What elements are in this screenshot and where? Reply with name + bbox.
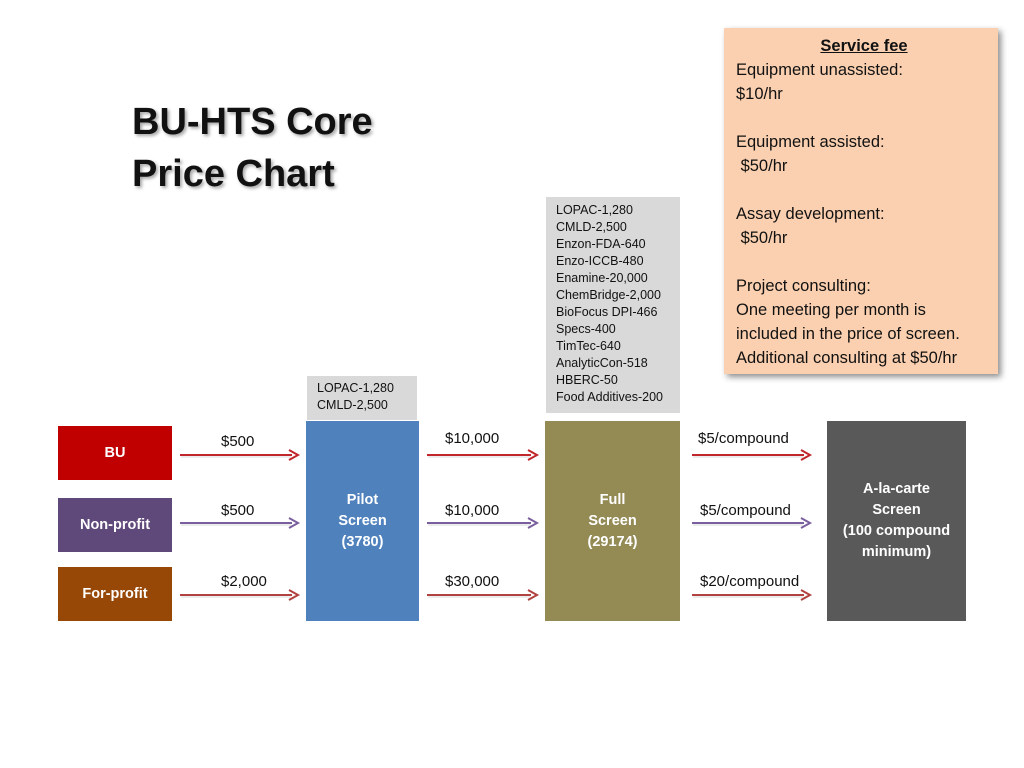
service-fee-line: Equipment assisted: [736,133,885,151]
title-line-1: BU-HTS Core [132,101,373,143]
arrow-bu-pilot [180,449,301,461]
price-bu-alacarte: $5/compound [698,430,789,447]
price-nonprofit-full: $10,000 [445,502,500,519]
library-item: HBERC-50 [556,373,618,387]
library-item: CMLD-2,500 [317,398,388,412]
arrow-forprofit-pilot [180,589,301,601]
service-fee-line: One meeting per month is [736,301,926,319]
stage-label-line: Screen [872,502,921,518]
library-item: Enamine-20,000 [556,271,648,285]
arrow-bu-alacarte [692,449,813,461]
stage-label-line: (3780) [341,533,384,550]
stage-label-line: Full [599,491,626,508]
stage-label-line: A-la-carte [863,481,930,497]
library-item: Specs-400 [556,322,616,336]
category-bu: BU [58,426,172,480]
service-fee-line: $50/hr [736,229,788,247]
price-forprofit-alacarte: $20/compound [700,573,800,590]
arrow-nonprofit-pilot [180,517,301,529]
library-item: Food Additives-200 [556,390,664,404]
category-nonprofit: Non-profit [58,498,172,552]
price-bu-pilot: $500 [221,433,255,450]
stage-label-line: Screen [338,512,387,529]
title-line-2: Price Chart [132,153,335,195]
service-fee-line: Assay development: [736,205,885,223]
library-item: Enzon-FDA-640 [556,237,646,251]
arrow-nonprofit-alacarte [692,517,813,529]
library-item: TimTec-640 [556,339,621,353]
arrow-bu-full [427,449,540,461]
stage-label-line: Screen [588,512,637,529]
stage-label-line: (100 compound [842,523,951,539]
service-fee-line: $10/hr [736,85,783,103]
library-item: BioFocus DPI-466 [556,305,658,319]
arrow-forprofit-alacarte [692,589,813,601]
library-item: Enzo-ICCB-480 [556,254,644,268]
stage-label-line: Pilot [346,491,379,508]
service-fee-heading: Service fee [820,37,908,55]
arrow-nonprofit-full [427,517,540,529]
library-item: ChemBridge-2,000 [556,288,661,302]
category-forprofit: For-profit [58,567,172,621]
service-fee-line: Equipment unassisted: [736,61,903,79]
library-item: AnalyticCon-518 [556,356,648,370]
price-bu-full: $10,000 [445,430,500,447]
arrow-forprofit-full [427,589,540,601]
price-forprofit-full: $30,000 [445,573,500,590]
price-nonprofit-alacarte: $5/compound [700,502,791,519]
service-fee-line: $50/hr [736,157,788,175]
service-fee-line: Additional consulting at $50/hr [736,349,958,367]
price-forprofit-pilot: $2,000 [221,573,267,590]
library-item: CMLD-2,500 [556,220,627,234]
library-item: LOPAC-1,280 [317,381,394,395]
stage-label-line: minimum) [861,544,932,560]
service-fee-line: included in the price of screen. [736,325,960,343]
library-item: LOPAC-1,280 [556,203,633,217]
price-nonprofit-pilot: $500 [221,502,255,519]
stage-label-line: (29174) [587,533,638,550]
service-fee-line: Project consulting: [736,277,871,295]
page-title: BU-HTS Core Price Chart [132,96,373,200]
